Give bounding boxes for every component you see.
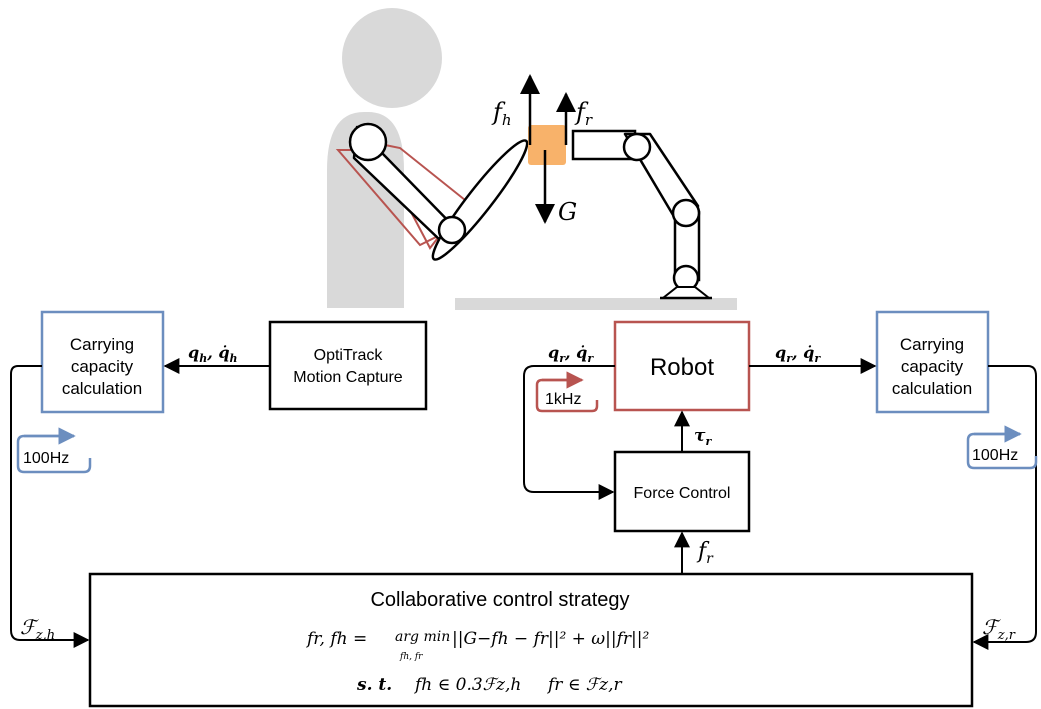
right-rate-text: 100Hz [972,447,1018,464]
robot-joint-3 [622,132,652,162]
calc-right-box [875,310,990,414]
left-rate-text: 100Hz [23,450,69,467]
robot-joint-2 [671,198,701,228]
robot-arm [571,129,712,300]
calc-left-box [40,310,165,414]
eq-body: ||G−fh − fr||² + ω||fr||² [452,629,650,649]
fr-label: fr [574,98,593,129]
optitrack-box [268,320,428,411]
calc-left-line3: calculation [62,379,142,398]
robot-rate-badge: 1kHz [535,371,599,413]
robot-base [660,286,712,299]
robot-to-force-control-arrow [523,365,615,500]
calc-right-to-strategy-arrow [972,365,1037,650]
force-control-box [613,450,751,533]
Fzr-label: ℱz,r [982,615,1016,643]
eq-constraint-1: fh ∈ 0.3ℱz,h [413,675,521,695]
fr-signal-label: fr [696,539,714,567]
calc-right-line3: calculation [892,379,972,398]
gravity-label: G [558,198,577,226]
calc-left-to-strategy-arrow [10,365,90,648]
eq-argmin: arg min [395,629,450,645]
eq-st: s. t. [356,675,392,695]
eq-lhs: fr, fh = [305,629,367,649]
table-surface [455,298,737,310]
Fzh-label: ℱz,h [20,615,55,643]
human-head [342,8,442,108]
optitrack-line1: OptiTrack [314,347,384,364]
tau-label: τr [694,426,712,448]
qr-left-label: qr, q̇r [548,343,594,365]
strategy-title: Collaborative control strategy [370,589,629,611]
strategy-box [88,572,974,708]
calc-left-line1: Carrying [70,335,134,354]
left-rate-badge: 100Hz [16,427,92,474]
elbow-joint [437,215,467,245]
fh-label: fh [491,98,512,129]
qr-right-label: qr, q̇r [775,343,821,365]
calc-left-line2: capacity [71,357,134,376]
shoulder-joint [348,122,388,162]
forearm-link [431,139,529,261]
robot-label: Robot [650,354,714,381]
human-arm [335,122,529,261]
calc-right-line1: Carrying [900,335,964,354]
carried-object [528,125,566,165]
right-rate-badge: 100Hz [966,425,1038,470]
optitrack-line2: Motion Capture [293,369,402,386]
robot-rate-text: 1kHz [545,391,581,408]
robot-box [613,320,751,412]
eq-argmin-sub: fh, fr [399,652,423,662]
qh-label: qh, q̇h [188,343,238,365]
muscle-triceps [335,149,451,247]
optimization-equation: fr, fh = arg min fh, fr ||G−fh − fr||² +… [305,629,650,695]
eq-constraint-2: fr ∈ ℱz,r [546,675,623,695]
force-control-label: Force Control [634,485,731,502]
calc-right-line2: capacity [901,357,964,376]
